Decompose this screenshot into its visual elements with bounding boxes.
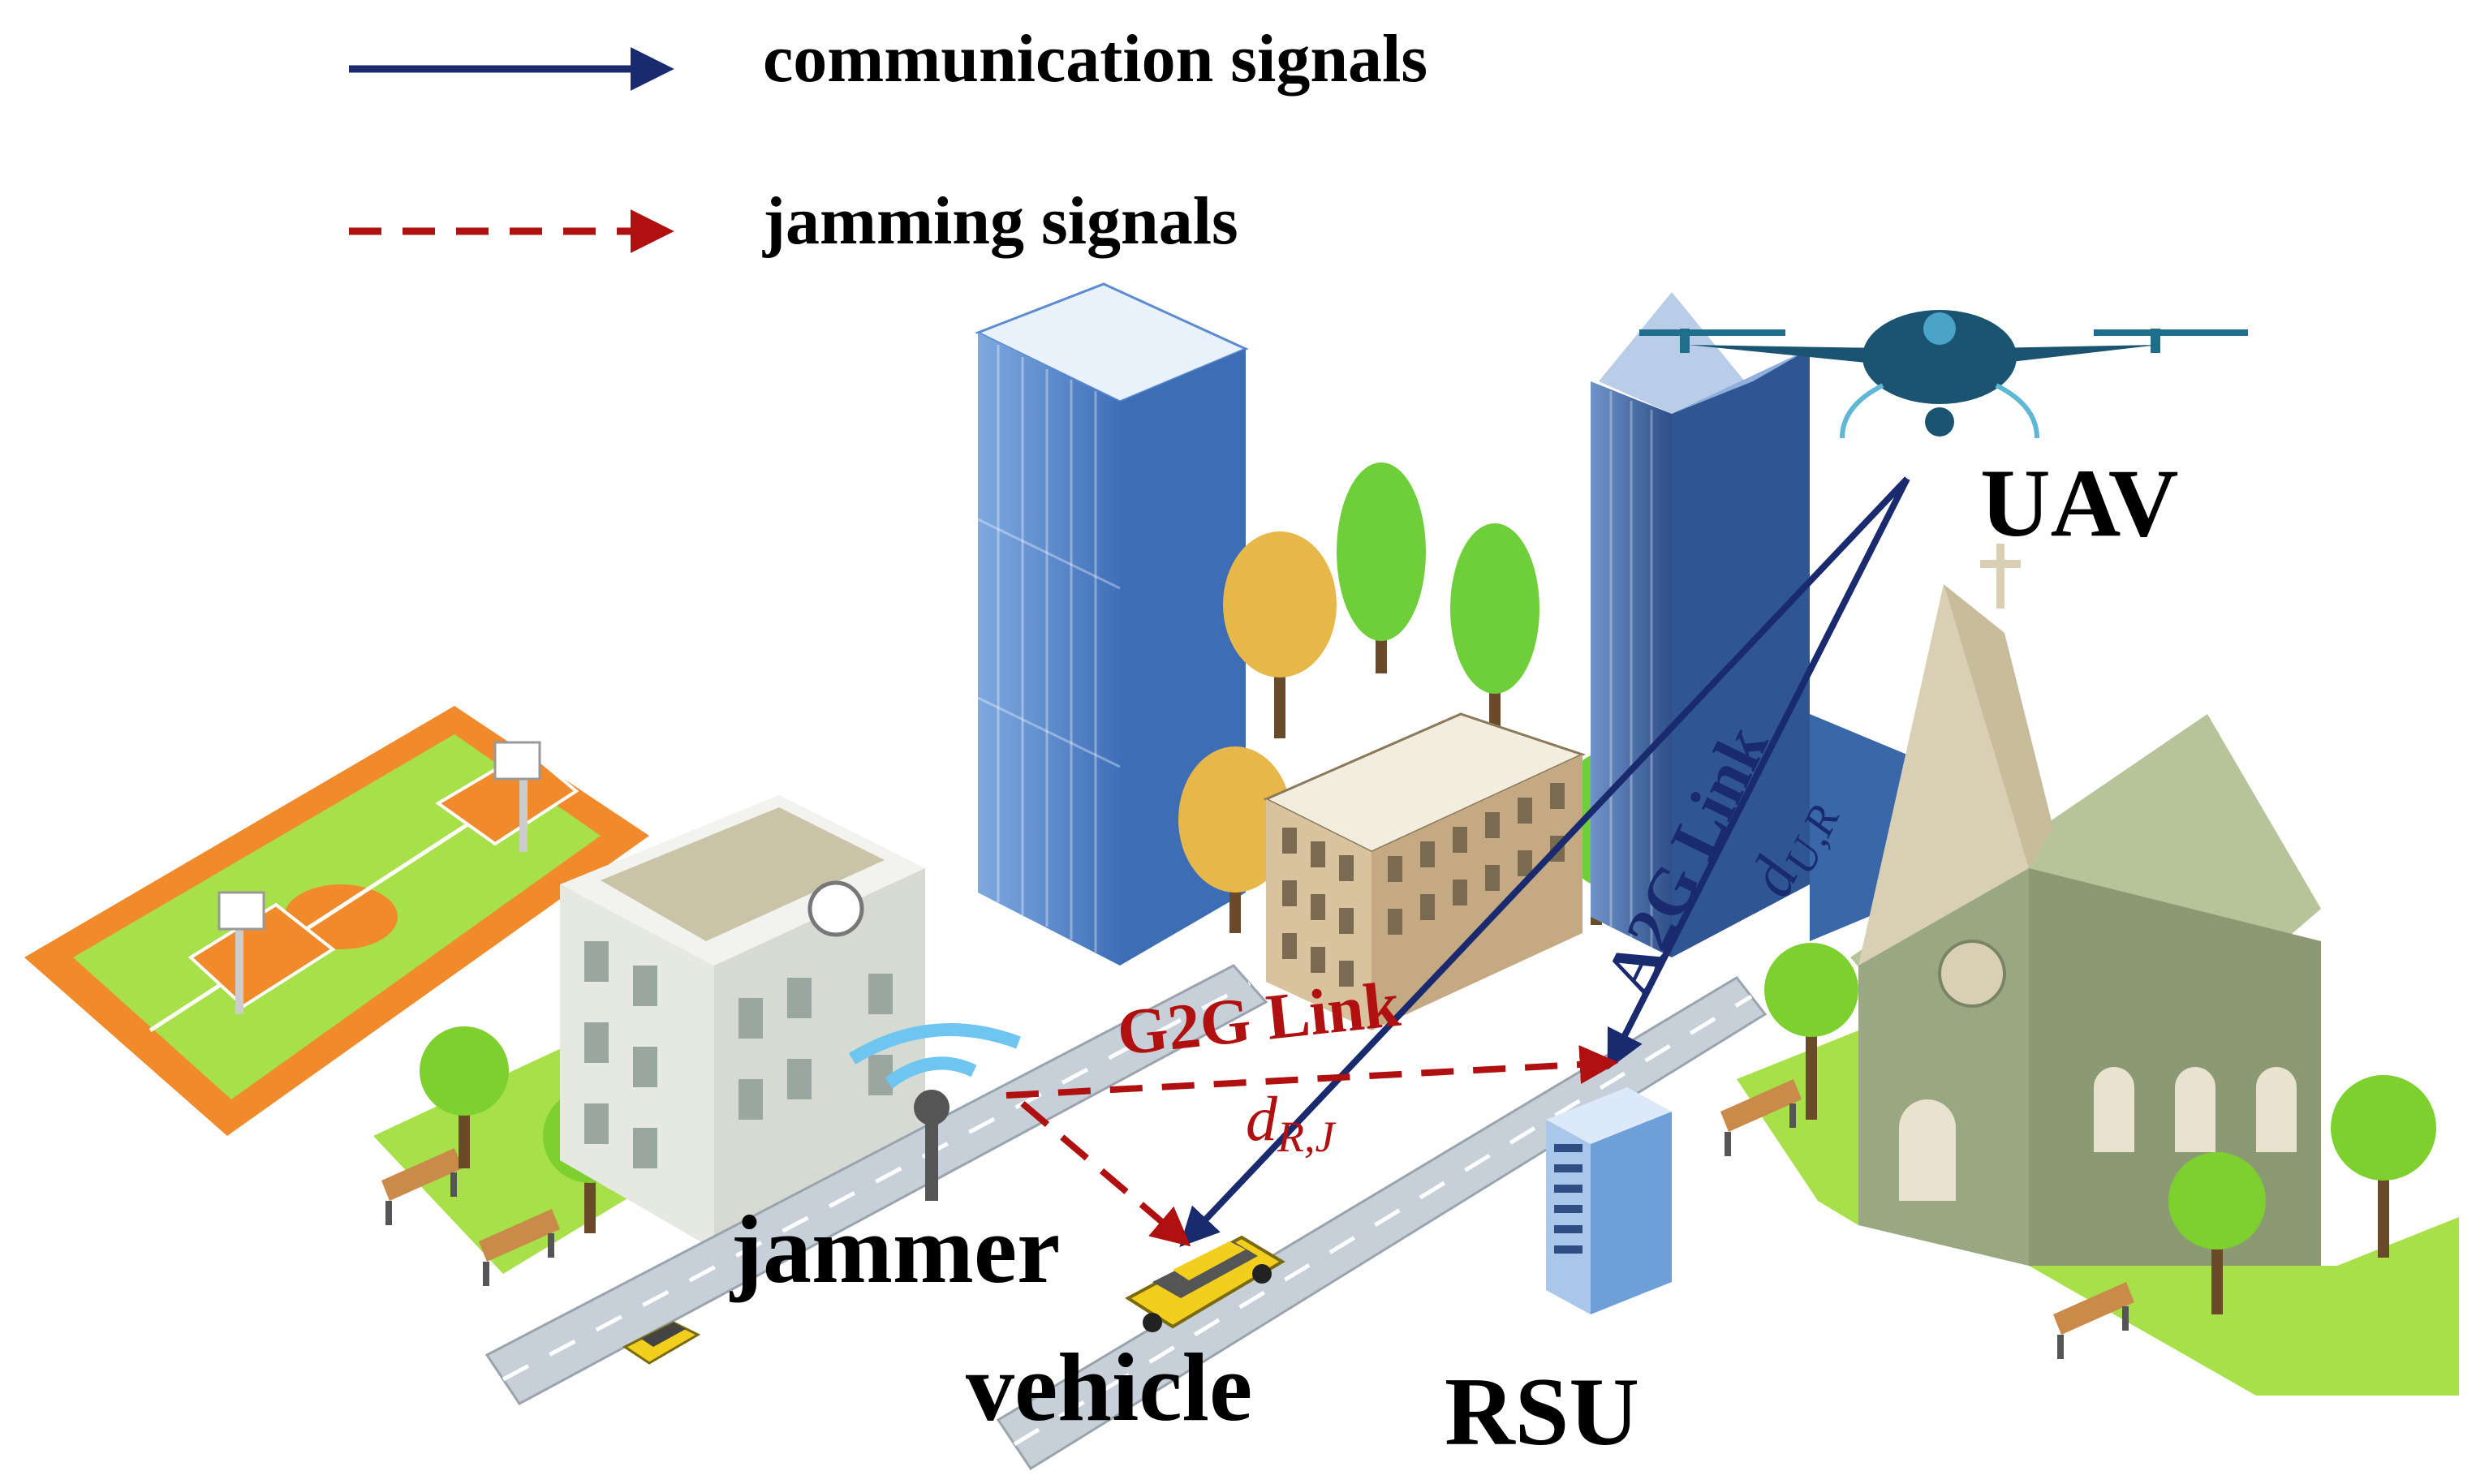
bench-icon (1720, 1079, 1802, 1156)
tree-icon (2331, 1075, 2436, 1258)
basketball-court (24, 706, 649, 1136)
jammer-label: jammer (730, 1195, 1060, 1303)
legend-jam-label: jamming signals (762, 183, 1238, 259)
bench-icon (479, 1209, 560, 1286)
a2g-link-to-rsu (1607, 477, 1910, 1070)
jam-to-vehicle (1020, 1100, 1191, 1247)
jammer-icon (848, 1023, 1021, 1201)
school-building (560, 795, 925, 1250)
d-rj-label: dR,J (1246, 1083, 1337, 1161)
bench-icon (2053, 1282, 2134, 1359)
tree-icon (1450, 523, 1539, 730)
tree-cluster (1178, 462, 1629, 933)
church (1850, 544, 2321, 1266)
right-park (1720, 943, 2459, 1396)
legend: communication signals jamming signals (349, 21, 1427, 259)
tree-icon (1764, 943, 1858, 1120)
small-car-icon (622, 1321, 701, 1365)
vehicle-label: vehicle (966, 1333, 1252, 1441)
tree-icon (420, 1026, 509, 1168)
rsu-label: RSU (1445, 1357, 1639, 1465)
tree-icon (1178, 746, 1292, 933)
tree-icon (1223, 531, 1337, 738)
brick-building (1263, 712, 1587, 1030)
rsu-server-icon (1546, 1087, 1672, 1314)
road-left (484, 964, 1268, 1405)
clock-icon (807, 880, 864, 937)
glass-tower (975, 282, 1249, 966)
legend-comm-label: communication signals (763, 21, 1427, 97)
bench-icon (381, 1148, 463, 1225)
road-right (996, 976, 1768, 1471)
uav-label: UAV (1980, 449, 2179, 557)
vehicle-car-icon (1125, 1235, 1285, 1332)
tree-icon (2168, 1152, 2266, 1314)
a2g-link-to-vehicle (1179, 476, 1910, 1247)
tree-icon (1337, 462, 1426, 673)
d-rj-base: d (1246, 1083, 1278, 1154)
d-rj-sub: R,J (1277, 1112, 1337, 1161)
uav-drone-icon (1639, 310, 2248, 439)
